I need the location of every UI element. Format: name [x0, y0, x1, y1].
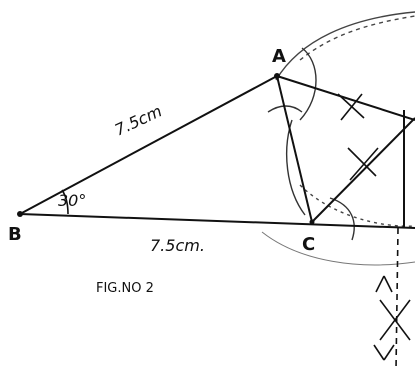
label-c: C	[302, 234, 315, 255]
bisector-marks	[337, 93, 411, 361]
large-arc	[275, 11, 415, 81]
point-a	[274, 73, 280, 79]
label-side-ab: 7.5cm	[112, 101, 165, 139]
figure-caption: FIG.NO 2	[96, 281, 154, 296]
point-c	[309, 219, 315, 225]
angle-arc-b	[61, 189, 69, 215]
side-ac	[276, 75, 313, 223]
point-b	[17, 211, 23, 217]
arc-at-c	[329, 197, 355, 241]
top-dashed-arc	[299, 15, 415, 61]
label-angle-b: 30°	[58, 191, 86, 210]
label-a: A	[272, 46, 286, 67]
side-bc	[19, 213, 415, 229]
label-b: B	[8, 224, 22, 245]
bottom-arc	[261, 231, 415, 266]
dashed-bisector	[395, 227, 399, 371]
arc-at-a	[299, 47, 317, 121]
arc-left	[285, 119, 306, 216]
dashed-circle	[299, 184, 415, 227]
line-c-diagonal	[311, 117, 415, 223]
arc-at-a-lower	[267, 105, 303, 113]
label-side-bc: 7.5cm.	[150, 236, 205, 255]
figure-lines	[19, 75, 415, 371]
line-a-right	[276, 75, 415, 121]
